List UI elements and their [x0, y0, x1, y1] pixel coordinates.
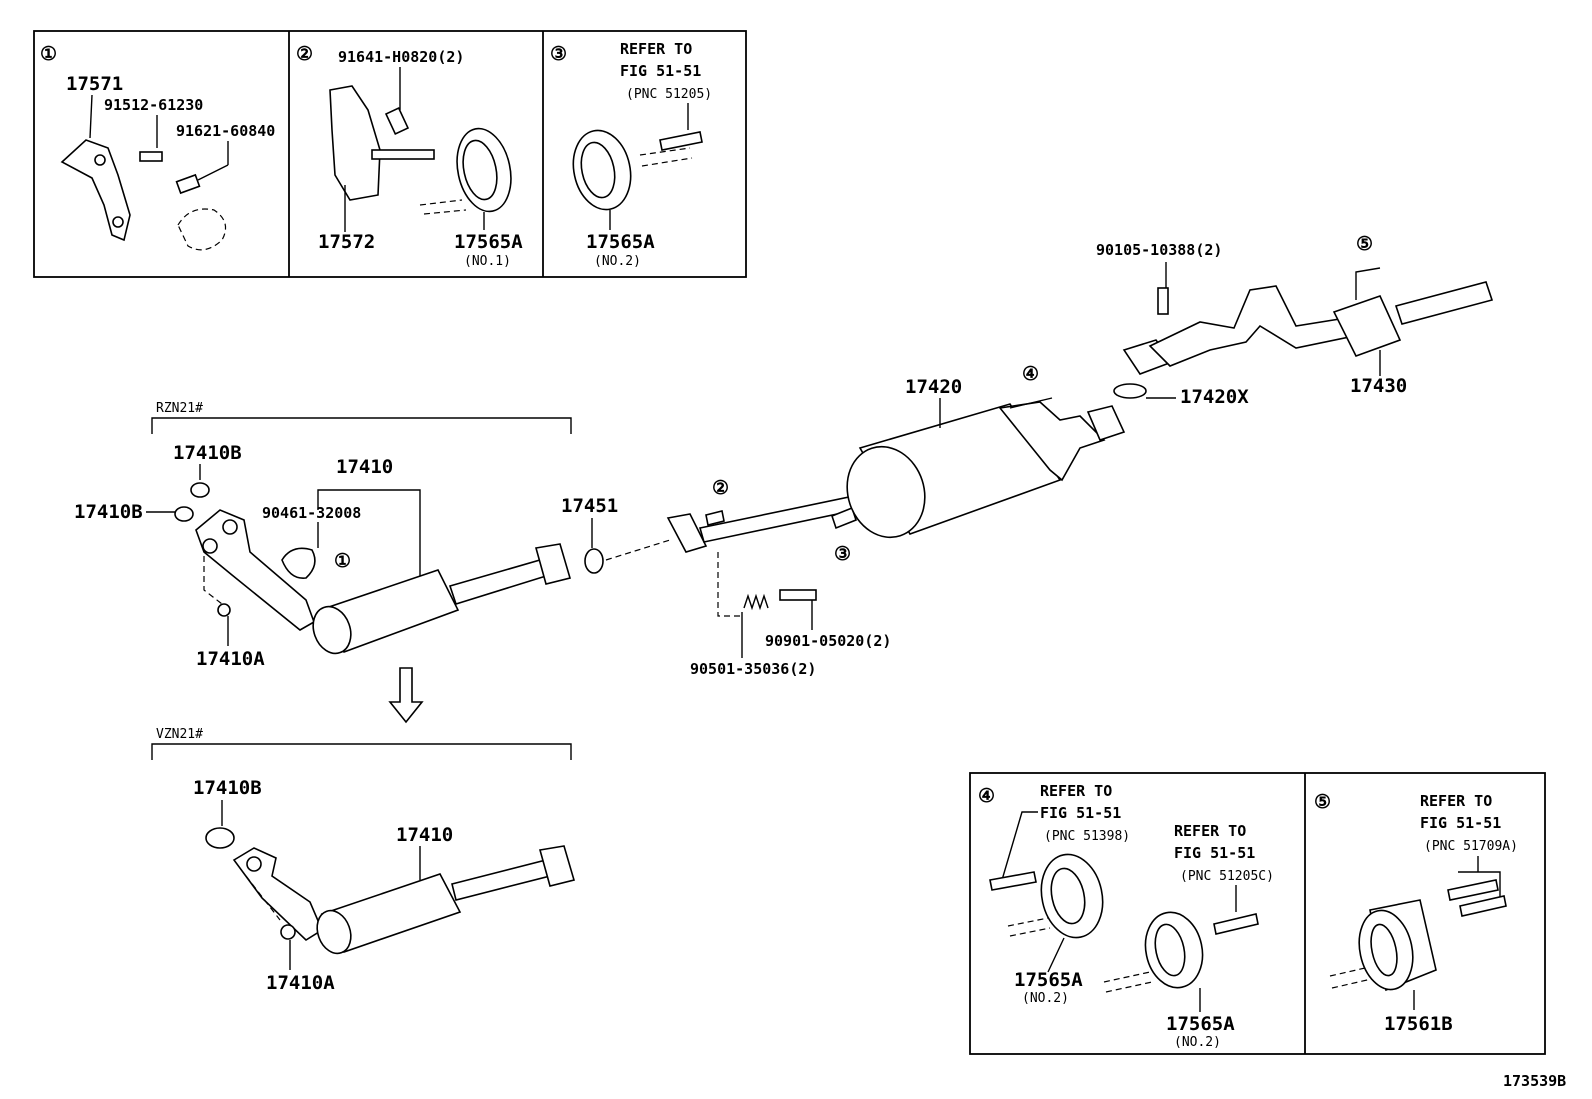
part-17565a-no2-sub: (NO.2)	[594, 254, 641, 269]
bolt-90105-shape	[1157, 287, 1169, 315]
rzn-label: RZN21#	[156, 401, 203, 416]
inset-4: ④ REFER TO FIG 51-51 (PNC 51398) 17565A …	[978, 782, 1274, 1050]
part-17410a-2-label: 17410A	[266, 972, 335, 994]
bracket-17571-shape	[60, 139, 131, 242]
part-91641-label: 91641-H0820(2)	[338, 48, 464, 66]
bottom-inset-panel	[969, 772, 1546, 1055]
inset-1: ① 17571 91512-61230 91621-60840	[40, 43, 275, 251]
top-inset-panel	[33, 30, 747, 278]
inset-4-refer-a: REFER TO	[1040, 782, 1112, 800]
inset-1-number: ①	[40, 43, 57, 65]
inset-4-fig-b: FIG 51-51	[1174, 844, 1255, 862]
callout-1: ①	[334, 550, 351, 572]
part-17410b-1-label: 17410B	[173, 442, 242, 464]
down-arrow-icon	[388, 667, 424, 724]
vzn-group: VZN21# 17410B 17410 17410A	[151, 727, 576, 994]
inset-5-refer: REFER TO	[1420, 792, 1492, 810]
part-91512-label: 91512-61230	[104, 96, 203, 114]
inset-3-pnc: (PNC 51205)	[626, 87, 712, 102]
gasket-17451-group: 17451	[561, 495, 671, 574]
inset-4-number: ④	[978, 785, 995, 807]
callout-3: ③	[834, 543, 851, 565]
callout-5: ⑤	[1356, 233, 1373, 255]
gasket-17410b-vzn-shape	[205, 827, 235, 849]
inset-3-fig: FIG 51-51	[620, 62, 701, 80]
tail-pipe-group: 17420X 90105-10388(2) ⑤ 17430	[1096, 233, 1494, 408]
part-17565a-4a-sub: (NO.2)	[1022, 991, 1069, 1006]
part-17410b-2-label: 17410B	[74, 501, 143, 523]
inset-4-pnc-b: (PNC 51205C)	[1180, 869, 1274, 884]
bolt-icon	[139, 151, 163, 162]
inset-2-number: ②	[296, 43, 313, 65]
part-17410a-1-label: 17410A	[196, 648, 265, 670]
tail-pipe-shape	[1148, 285, 1356, 367]
part-90901-label: 90901-05020(2)	[765, 632, 891, 650]
inset-3-refer: REFER TO	[620, 40, 692, 58]
part-17571-label: 17571	[66, 73, 123, 95]
vzn-label: VZN21#	[156, 727, 203, 742]
gasket-17451-shape	[584, 548, 604, 574]
part-90461-label: 90461-32008	[262, 504, 361, 522]
part-17420-label: 17420	[905, 376, 962, 398]
inset-5-fig: FIG 51-51	[1420, 814, 1501, 832]
part-17565a-no1-label: 17565A	[454, 231, 523, 253]
inset-4-pnc-a: (PNC 51398)	[1044, 829, 1130, 844]
part-17572-label: 17572	[318, 231, 375, 253]
inset-5: ⑤ REFER TO FIG 51-51 (PNC 51709A) 17561B	[1314, 791, 1518, 1035]
gasket-17410b-shape	[190, 482, 210, 498]
callout-2: ②	[712, 477, 729, 499]
center-pipe-muffler: ② ③ 90901-05020(2) 90501-35036(2) 17420 …	[666, 363, 1126, 678]
part-17561b-label: 17561B	[1384, 1013, 1453, 1035]
bolt-90901-shape	[779, 589, 817, 601]
inset-2: ② 91641-H0820(2) 17572 17565A (NO.1)	[296, 43, 523, 269]
rzn-group: RZN21#	[151, 401, 572, 434]
inset-4-refer-b: REFER TO	[1174, 822, 1246, 840]
part-17565a-4b-label: 17565A	[1166, 1013, 1235, 1035]
part-90105-label: 90105-10388(2)	[1096, 241, 1222, 259]
gasket-17420x-shape	[1113, 383, 1147, 399]
part-17410-2-label: 17410	[396, 824, 453, 846]
part-17565a-4a-label: 17565A	[1014, 969, 1083, 991]
spring-90501-shape	[743, 593, 769, 611]
figure-id: 173539B	[1503, 1072, 1566, 1090]
part-17410-1-label: 17410	[336, 456, 393, 478]
part-17565a-no1-sub: (NO.1)	[464, 254, 511, 269]
part-17430-label: 17430	[1350, 375, 1407, 397]
part-91621-label: 91621-60840	[176, 122, 275, 140]
tail-muffler-shape	[1332, 295, 1402, 357]
inset-3-number: ③	[550, 43, 567, 65]
inset-5-number: ⑤	[1314, 791, 1331, 813]
clamp-90461-shape	[281, 547, 316, 579]
part-17410b-3-label: 17410B	[193, 777, 262, 799]
inset-5-pnc: (PNC 51709A)	[1424, 839, 1518, 854]
part-17420x-label: 17420X	[1180, 386, 1249, 408]
inset-3: ③ REFER TO FIG 51-51 (PNC 51205) 17565A …	[550, 40, 712, 269]
bolt-icon	[384, 107, 410, 135]
rzn-front-pipe: 17410B 17410B 17410 90461-32008 ① 17410A	[74, 442, 572, 670]
part-17451-label: 17451	[561, 495, 618, 517]
nut-icon	[175, 173, 201, 195]
part-17565a-4b-sub: (NO.2)	[1174, 1035, 1221, 1050]
callout-4: ④	[1022, 363, 1039, 385]
bracket-17572-shape	[329, 85, 381, 201]
inset-4-fig-a: FIG 51-51	[1040, 804, 1121, 822]
part-17565a-no2-label: 17565A	[586, 231, 655, 253]
part-90501-label: 90501-35036(2)	[690, 660, 816, 678]
